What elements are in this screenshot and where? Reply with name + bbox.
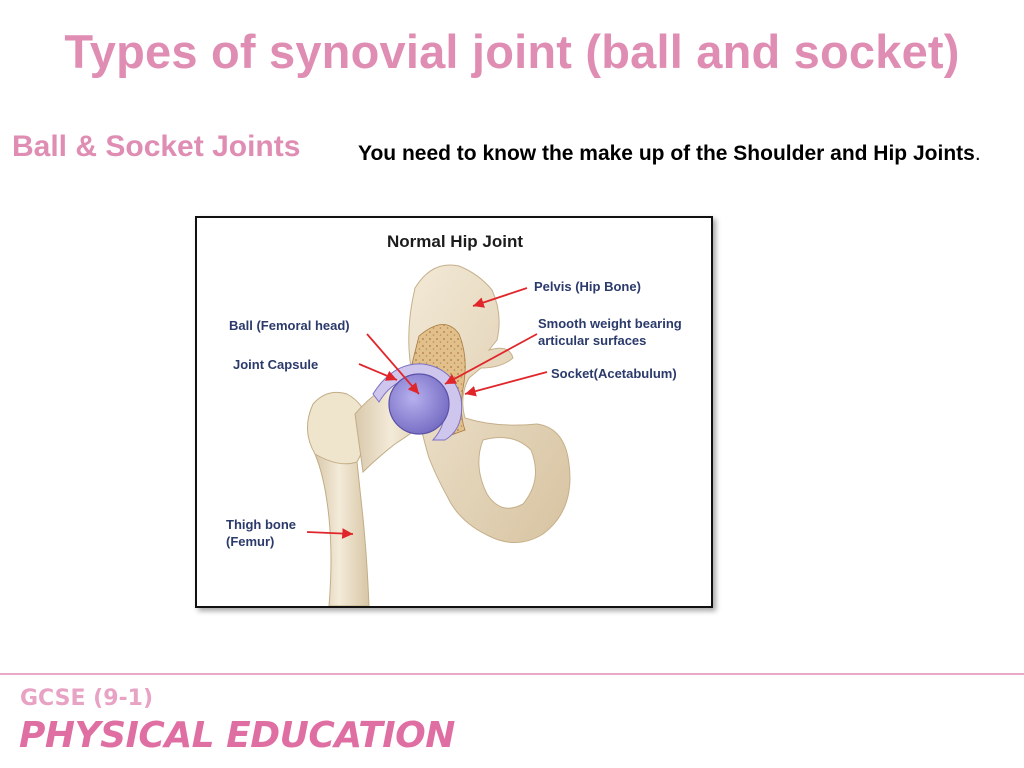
label-capsule: Joint Capsule <box>233 357 318 372</box>
arrow-thigh <box>306 528 354 539</box>
label-ball: Ball (Femoral head) <box>229 318 350 333</box>
brand-qualification: GCSE (9-1) <box>20 686 153 711</box>
intro-text-period: . <box>974 142 981 165</box>
label-smooth-1: Smooth weight bearing <box>538 316 682 331</box>
obturator-foramen <box>478 437 536 509</box>
arrow-socket <box>464 371 548 397</box>
intro-text: You need to know the make up of the Shou… <box>358 139 998 169</box>
label-smooth-2: articular surfaces <box>538 333 646 348</box>
arrow-ball <box>366 333 420 395</box>
figure-title: Normal Hip Joint <box>387 232 523 251</box>
label-thigh-2: (Femur) <box>226 534 274 549</box>
arrow-smooth-surfaces <box>444 333 538 385</box>
slide-title: Types of synovial joint (ball and socket… <box>64 25 960 78</box>
footer-divider <box>0 673 1024 675</box>
intro-text-bold: You need to know the make up of the Shou… <box>358 142 975 165</box>
label-pelvis: Pelvis (Hip Bone) <box>534 279 641 294</box>
arrow-capsule <box>358 363 398 381</box>
label-socket: Socket(Acetabulum) <box>551 366 677 381</box>
brand-subject: PHYSICAL EDUCATION <box>19 715 455 756</box>
femoral-head-ball <box>388 373 450 435</box>
hip-joint-diagram: Normal Hip Joint Pelvis (Hip Bone) Smoot… <box>195 216 713 608</box>
greater-trochanter <box>307 391 368 465</box>
section-subtitle: Ball & Socket Joints <box>12 130 301 163</box>
label-thigh-1: Thigh bone <box>226 517 296 532</box>
arrow-pelvis <box>472 287 528 308</box>
hip-joint-illustration: Normal Hip Joint Pelvis (Hip Bone) Smoot… <box>226 232 682 606</box>
